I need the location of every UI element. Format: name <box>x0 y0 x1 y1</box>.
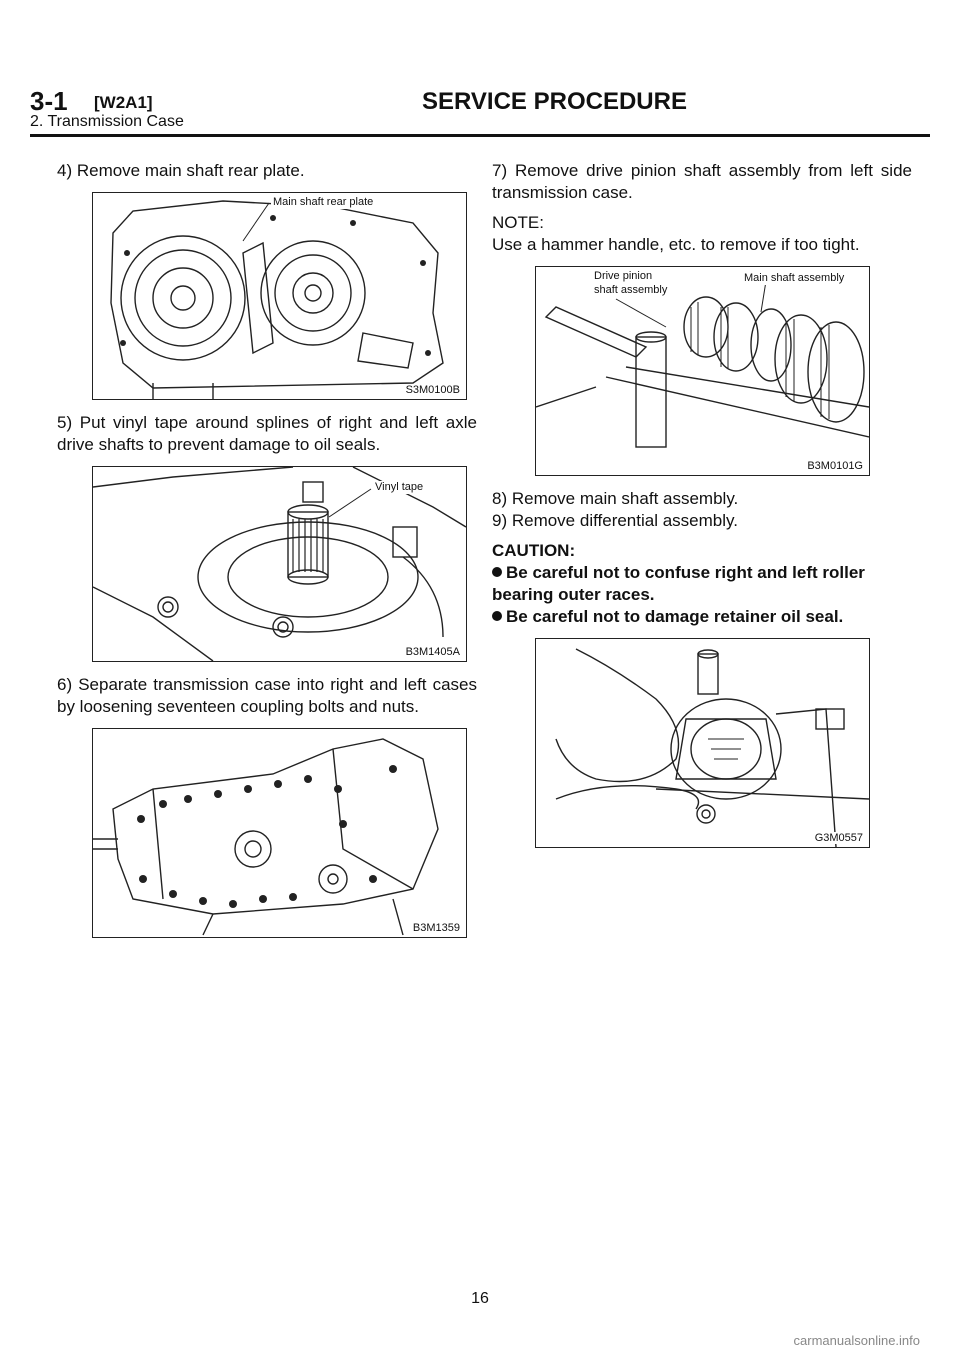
right-column: 7) Remove drive pinion shaft assembly fr… <box>492 160 912 860</box>
section-number: 3-1 <box>30 86 68 116</box>
step-7: 7) Remove drive pinion shaft assembly fr… <box>492 161 912 202</box>
figure-code: S3M0100B <box>404 384 461 396</box>
figure-main-shaft-rear-plate: Main shaft rear plate S3M0100B <box>92 192 467 400</box>
transmission-case-illustration <box>93 738 439 936</box>
label-vinyl-tape: Vinyl tape <box>373 481 426 494</box>
caution-title: CAUTION: <box>492 541 576 560</box>
bullet-icon <box>492 567 502 577</box>
step-4: 4) Remove main shaft rear plate. <box>57 161 305 180</box>
figure-differential-assembly: G3M0557 <box>535 638 870 848</box>
left-column: 4) Remove main shaft rear plate. <box>57 160 477 950</box>
figure-code: B3M0101G <box>806 460 864 472</box>
label-shaft-assembly: shaft assembly <box>592 284 670 297</box>
caution-item-2: Be careful not to damage retainer oil se… <box>492 606 912 628</box>
figure-drive-pinion-shaft: Drive pinion shaft assembly Main shaft a… <box>535 266 870 476</box>
caution-text-1: Be careful not to confuse right and left… <box>492 563 865 604</box>
step-8: 8) Remove main shaft assembly. <box>492 489 739 508</box>
drive-pinion-shaft-illustration <box>536 280 869 448</box>
section-title: SERVICE PROCEDURE <box>422 88 687 115</box>
vinyl-tape-illustration <box>93 467 466 661</box>
header-rule <box>30 134 930 137</box>
step-5: 5) Put vinyl tape around splines of righ… <box>57 413 477 454</box>
differential-assembly-illustration <box>555 648 869 847</box>
label-main-shaft-rear-plate: Main shaft rear plate <box>271 196 376 209</box>
main-shaft-rear-plate-illustration <box>110 200 444 399</box>
note-text: Use a hammer handle, etc. to remove if t… <box>492 235 860 254</box>
section-subtitle: 2. Transmission Case <box>30 113 184 130</box>
step-6: 6) Separate transmission case into right… <box>57 675 477 716</box>
page-header: 3-1 [W2A1] SERVICE PROCEDURE 2. Transmis… <box>30 82 930 142</box>
figure-code: G3M0557 <box>813 832 864 844</box>
figure-code: B3M1359 <box>411 922 461 934</box>
note-title: NOTE: <box>492 213 544 232</box>
section-code: [W2A1] <box>94 93 153 112</box>
label-main-shaft-assembly: Main shaft assembly <box>742 272 847 285</box>
figure-vinyl-tape: Vinyl tape B3M1405A <box>92 466 467 662</box>
figure-transmission-case: B3M1359 <box>92 728 467 938</box>
caution-text-2: Be careful not to damage retainer oil se… <box>506 607 844 626</box>
footer-watermark[interactable]: carmanualsonline.info <box>793 1333 920 1348</box>
figure-code: B3M1405A <box>404 646 461 658</box>
step-9: 9) Remove differential assembly. <box>492 511 738 530</box>
bullet-icon <box>492 611 502 621</box>
page-number: 16 <box>471 1290 489 1307</box>
caution-item-1: Be careful not to confuse right and left… <box>492 562 912 606</box>
label-drive-pinion: Drive pinion <box>592 270 655 283</box>
